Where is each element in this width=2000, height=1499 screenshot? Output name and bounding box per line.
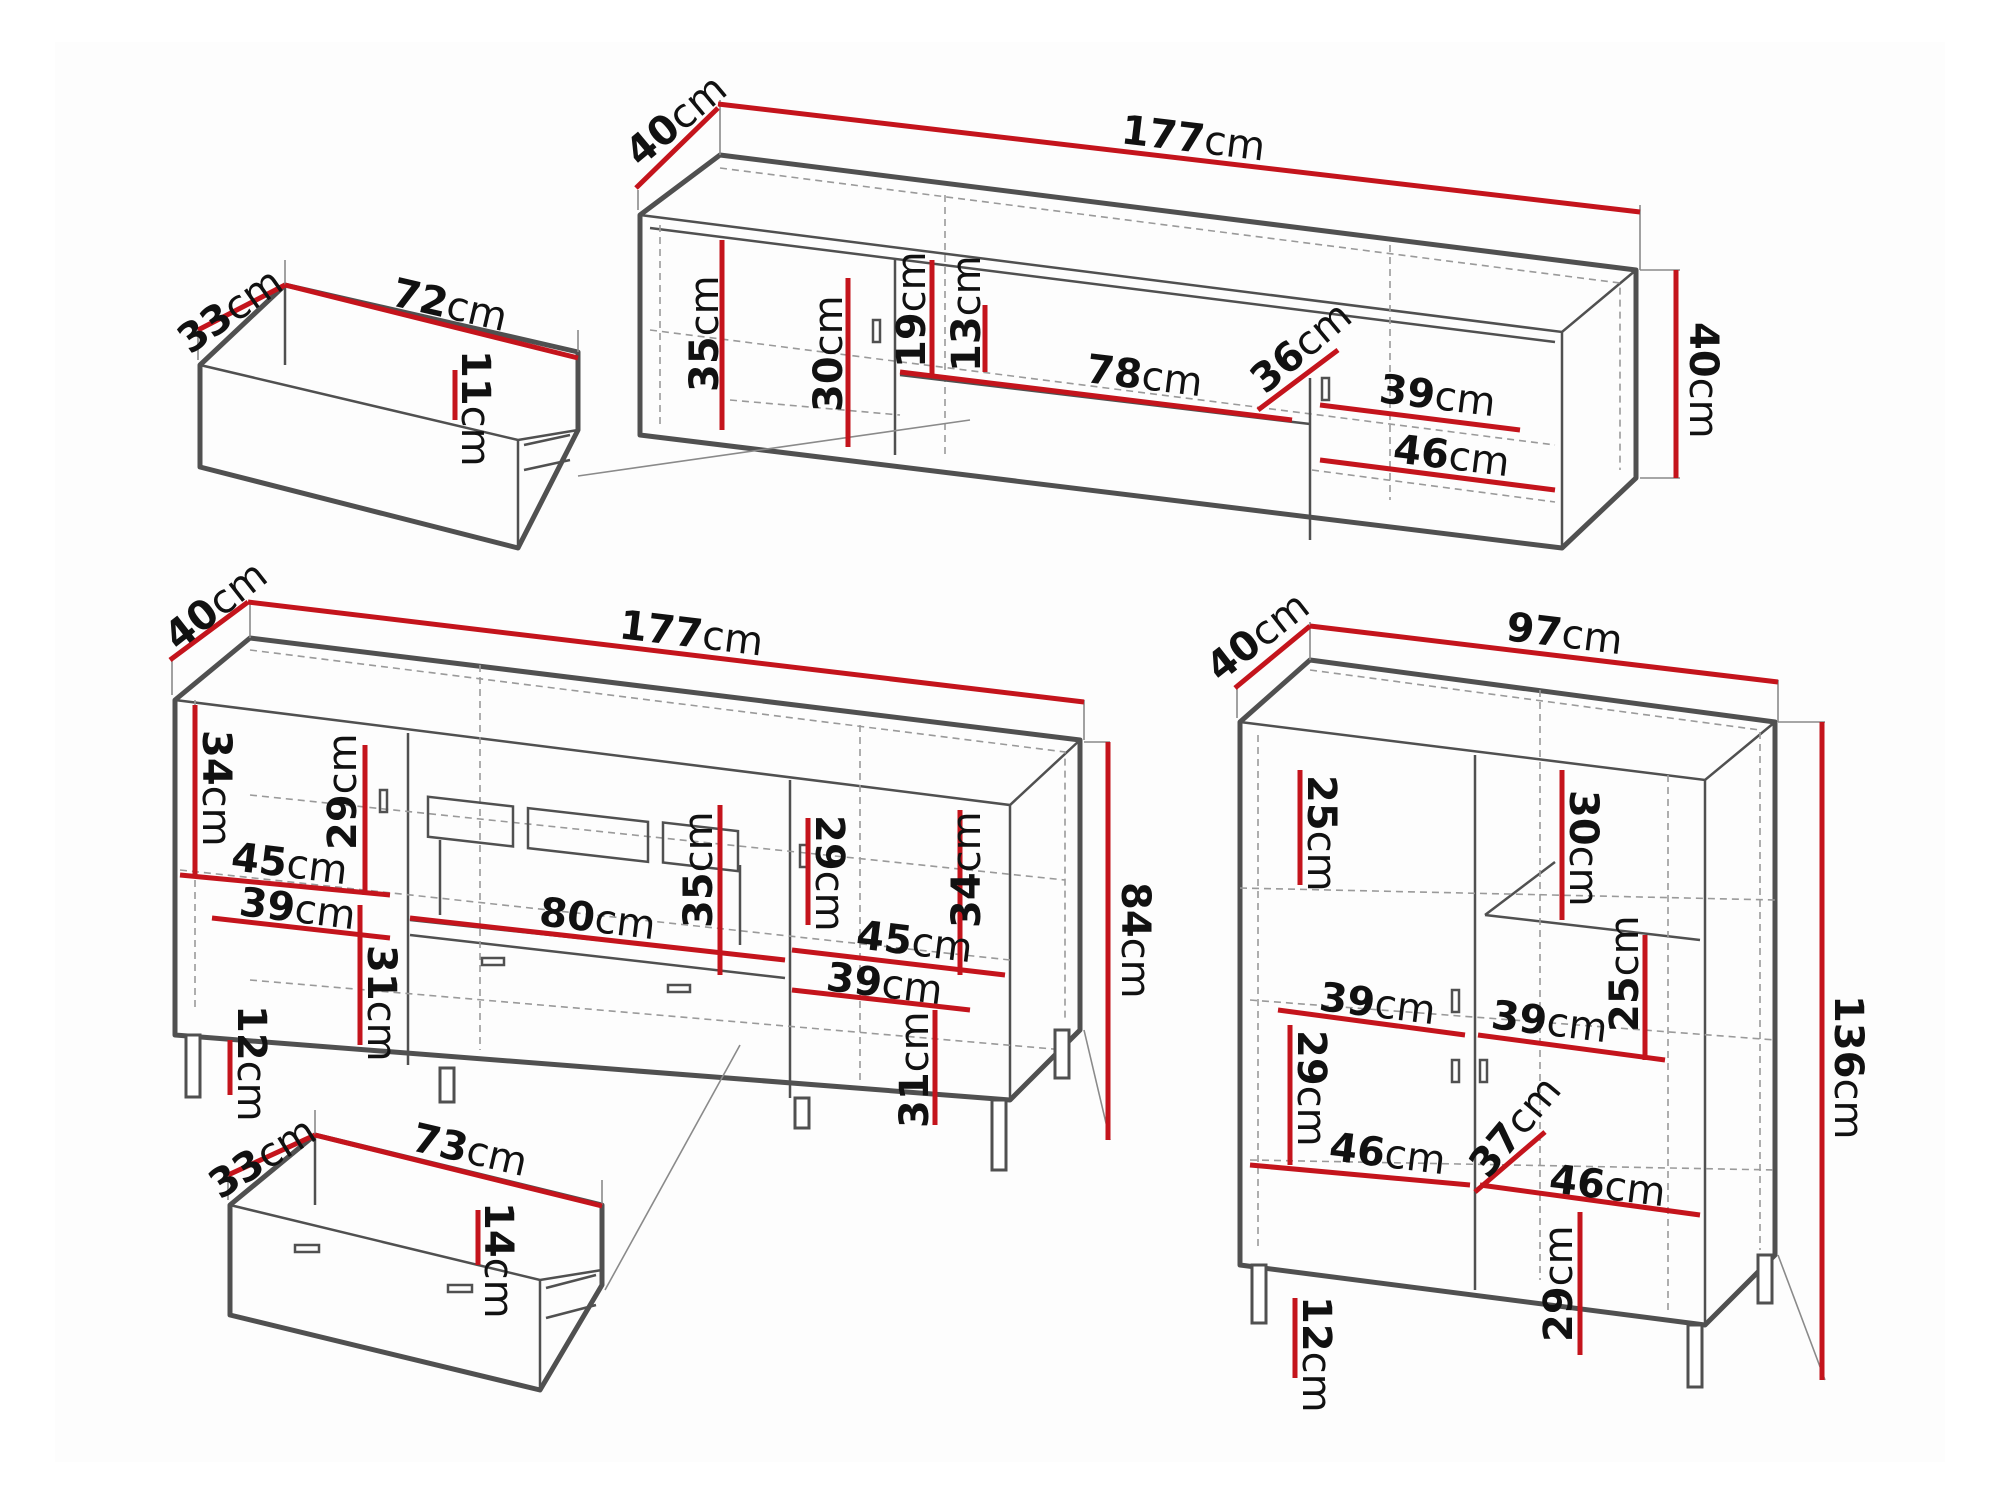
hb-comp-label-6: 29cm — [1288, 1030, 1334, 1147]
tv-unit — [196, 100, 1680, 551]
diagram-background — [55, 42, 1945, 1462]
tv-unit-drawer — [196, 260, 581, 551]
tv-comp-label-7: 39cm — [1377, 366, 1498, 426]
sideboard — [168, 599, 1111, 1393]
hb-comp-label-1: 25cm — [1298, 775, 1344, 892]
sb-comp-label-3: 45cm — [229, 834, 350, 894]
hb-comp-label-11: 12cm — [1293, 1296, 1339, 1413]
tv-comp-label-2: 30cm — [806, 295, 852, 412]
hb-height-label: 136cm — [1825, 995, 1871, 1139]
sb-drawer-width-dim-line — [314, 1132, 603, 1209]
sb-comp-label-10: 34cm — [944, 811, 990, 928]
tv-comp-label-4: 13cm — [944, 255, 990, 372]
sb-depth-label: 40cm — [156, 552, 276, 660]
highboard-body — [1237, 657, 1778, 1389]
tv-height-label: 40cm — [1680, 322, 1726, 439]
tv-depth-dim-line — [634, 106, 720, 190]
tv-unit-overall-dims — [634, 100, 1680, 479]
sideboard-labels: 40cm 177cm 84cm 34cm 29cm 45cm 39cm 31cm… — [156, 552, 1158, 1319]
sb-width-label: 177cm — [617, 602, 766, 665]
hb-comp-label-2: 30cm — [1560, 790, 1606, 907]
sideboard-overall-dims — [168, 599, 1111, 1141]
highboard-depth-dim-line — [1233, 624, 1312, 690]
tv-comp-label-1: 35cm — [682, 275, 728, 392]
highboard-overall-dims — [1233, 622, 1826, 1381]
sb-comp-label-5: 31cm — [358, 945, 404, 1062]
tv-comp-label-8: 46cm — [1391, 426, 1512, 486]
sb-drawer-depth-dim-line — [226, 1132, 317, 1178]
tv-drawer-width-label: 72cm — [388, 270, 512, 341]
tv-drawer-width-dim-line — [284, 282, 579, 361]
sb-comp-label-2: 29cm — [320, 733, 366, 850]
sideboard-width-dim-line — [247, 599, 1085, 705]
highboard-compartment-dims — [1249, 770, 1701, 1378]
sideboard-depth-dim-line — [168, 599, 250, 663]
tv-comp-label-5: 78cm — [1084, 346, 1205, 406]
sb-comp-label-6: 12cm — [228, 1005, 274, 1122]
sideboard-compartment-dims — [179, 705, 1006, 1125]
sb-comp-label-9: 29cm — [806, 815, 852, 932]
sb-comp-label-4: 39cm — [237, 879, 358, 939]
sb-comp-label-12: 39cm — [824, 954, 945, 1014]
sideboard-drawer — [226, 1110, 605, 1393]
hb-comp-label-4: 39cm — [1317, 974, 1438, 1034]
sb-comp-label-13: 31cm — [892, 1011, 938, 1128]
sb-comp-label-1: 34cm — [193, 730, 239, 847]
hb-comp-label-9: 46cm — [1547, 1156, 1668, 1216]
tv-width-dim-line — [717, 101, 1641, 215]
tv-drawer-height-label: 11cm — [452, 350, 498, 467]
hb-comp-label-3: 25cm — [1602, 915, 1648, 1032]
hb-comp-label-7: 46cm — [1327, 1124, 1448, 1184]
highboard-width-dim-line — [1309, 623, 1779, 685]
tv-comp-label-3: 19cm — [889, 251, 935, 368]
tv-drawer-depth-label: 33cm — [169, 259, 291, 364]
hb-comp-label-5: 39cm — [1489, 992, 1610, 1052]
sb-comp-label-7: 80cm — [537, 889, 658, 949]
sb-comp-label-8: 35cm — [676, 811, 722, 928]
highboard — [1233, 622, 1826, 1389]
sb-drawer-height-label: 14cm — [475, 1202, 521, 1319]
hb-width-label: 97cm — [1504, 604, 1625, 664]
tv-width-label: 177cm — [1119, 107, 1268, 170]
sb-height-label: 84cm — [1112, 882, 1158, 999]
sb-comp-label-11: 45cm — [854, 912, 975, 972]
hb-comp-label-10: 29cm — [1536, 1225, 1582, 1342]
tv-unit-compartment-dims — [719, 240, 1556, 493]
tv-drawer-depth-dim-line — [196, 282, 287, 333]
sb-drawer-depth-label: 33cm — [201, 1108, 324, 1209]
